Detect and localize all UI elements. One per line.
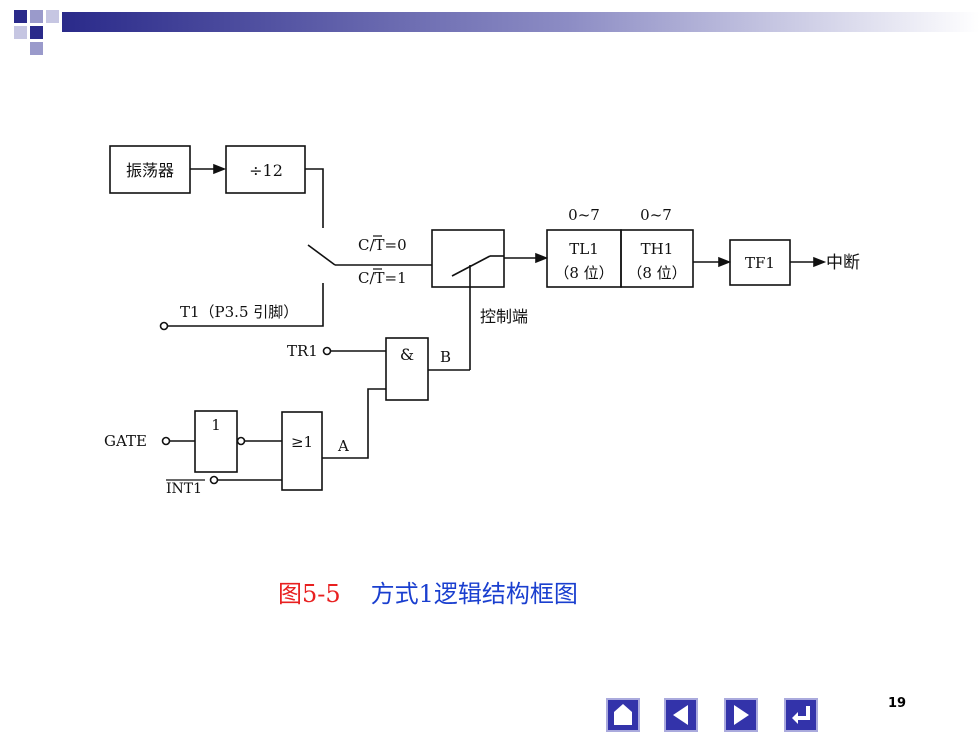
return-arrowhead [792,712,798,724]
tf1-label: TF1 [745,254,775,272]
and-gate [385,337,429,401]
decor-square [14,26,27,39]
return-icon [784,698,818,732]
tr1-terminal [322,346,332,356]
decor-square [14,10,27,23]
arrow-head [535,252,549,264]
t1-pin-label: T1（P3.5 引脚） [180,303,298,321]
t1-pin-terminal [159,321,169,331]
page-number: 19 [888,696,907,711]
node-a-label: A [337,437,349,455]
control-switch-blade [451,255,491,277]
mode1-logic-diagram: 振荡器 ÷12 C/T=0 C/T=1 T1（P3.5 引脚） 控制端 0~7 … [104,145,860,497]
tr1-label: TR1 [287,342,318,360]
next-slide-button[interactable] [724,698,758,732]
interrupt-label: 中断 [826,253,860,273]
or-to-and-wire [322,388,386,459]
decor-square [30,10,43,23]
not-gate-symbol: 1 [211,416,221,434]
figure-caption: 图5-5 方式1逻辑结构框图 [278,574,578,609]
arrow-head [213,163,227,175]
gate-terminal [161,436,171,446]
th1-bits: （8 位） [627,264,686,282]
arrow-head [813,256,827,268]
tl1-name: TL1 [569,240,599,258]
int1-terminal [209,475,219,485]
th1-name: TH1 [641,240,674,258]
divider-label: ÷12 [249,161,283,180]
decor-square [30,26,43,39]
arrow-head [718,256,732,268]
decor-square [46,10,59,23]
tl1-range-label: 0~7 [568,206,600,224]
ct-counter-label: C/T=0 [358,236,407,254]
or-gate-symbol: ≥1 [291,433,313,451]
figure-number: 图5-5 [278,580,341,608]
int1-label: INT1 [166,481,202,497]
home-button[interactable] [606,698,640,732]
divider-out-wire [305,168,324,228]
figure-title: 方式1逻辑结构框图 [370,580,578,608]
home-glyph [614,704,632,725]
ct-timer-label: C/T=1 [358,269,407,287]
control-label: 控制端 [480,307,528,326]
t1-pin-wire [168,283,324,327]
prev-slide-button[interactable] [664,698,698,732]
control-switch-box [431,229,505,288]
th1-register [620,229,694,288]
th1-range-label: 0~7 [640,206,672,224]
oscillator-label: 振荡器 [126,161,174,180]
decor-square [30,42,43,55]
ct-switch-blade [307,244,336,266]
inverter-bubble [236,436,246,446]
prev-glyph [673,705,688,725]
header-decoration [14,10,980,55]
next-glyph [734,705,749,725]
or-gate [281,411,323,491]
tl1-bits: （8 位） [554,264,613,282]
node-b-label: B [440,348,451,366]
header-gradient-bar [62,12,980,32]
return-glyph [796,706,810,720]
gate-label: GATE [104,432,147,450]
and-gate-symbol: & [400,345,414,364]
return-button[interactable] [784,698,818,732]
